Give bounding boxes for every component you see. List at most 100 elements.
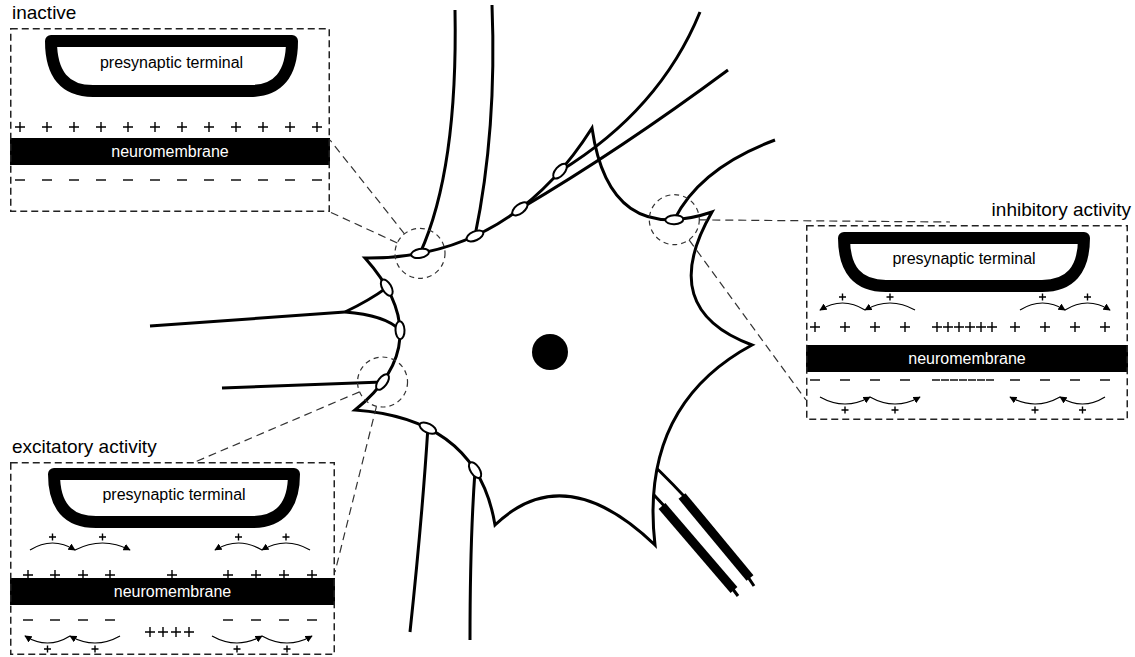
positive-charge: [284, 646, 291, 653]
terminal-outline: [844, 238, 1084, 286]
synaptic-bouton: [374, 372, 392, 392]
negative-charge: [123, 179, 133, 180]
negative-charge: [986, 379, 994, 380]
positive-charge: [283, 534, 290, 541]
negative-charge: [177, 179, 187, 180]
positive-charge: [1010, 322, 1020, 332]
leader-line: [330, 140, 404, 234]
negative-charge: [23, 619, 33, 620]
neuromembrane-band: neuromembrane: [10, 138, 330, 165]
negative-charge: [285, 179, 295, 180]
positive-charge: [976, 322, 986, 332]
positive-charge: [312, 122, 322, 132]
nerve-fiber: [420, 10, 455, 253]
positive-charge: [92, 646, 99, 653]
positive-charge: [1032, 407, 1039, 414]
synaptic-bouton: [410, 247, 429, 259]
callout-border: [11, 463, 335, 655]
nerve-fiber: [648, 460, 754, 586]
negative-charge: [78, 619, 88, 620]
negative-charge: [204, 179, 214, 180]
positive-charge: [870, 322, 880, 332]
membrane-label: neuromembrane: [114, 583, 231, 601]
positive-charge: [177, 122, 187, 132]
positive-charge: [810, 322, 820, 332]
nerve-fiber: [150, 312, 345, 326]
current-arrow: [1060, 397, 1105, 404]
current-arrow: [820, 397, 870, 404]
terminal-label: presynaptic terminal: [100, 54, 243, 72]
nerve-fiber: [475, 5, 493, 236]
positive-charge: [900, 322, 910, 332]
synaptic-bouton: [551, 161, 570, 180]
positive-charge: [234, 646, 241, 653]
current-arrow: [1020, 303, 1065, 310]
negative-charge: [840, 379, 850, 380]
leader-line: [699, 220, 950, 222]
negative-charge: [810, 379, 820, 380]
callout-border: [11, 29, 330, 212]
membrane-label: neuromembrane: [111, 143, 228, 161]
negative-charge: [279, 619, 289, 620]
current-arrow: [262, 636, 312, 643]
negative-charge: [312, 179, 322, 180]
synaptic-bouton: [665, 215, 683, 225]
nerve-fiber: [470, 470, 475, 640]
current-arrow: [1010, 397, 1060, 404]
positive-charge: [892, 407, 899, 414]
negative-charge: [900, 379, 910, 380]
positive-charge: [1100, 322, 1110, 332]
current-arrow: [262, 543, 310, 550]
synaptic-bouton: [466, 460, 483, 480]
synaptic-bouton: [465, 228, 485, 244]
negative-charge: [959, 379, 967, 380]
negative-charge: [42, 179, 52, 180]
callout-box: presynaptic terminalneuromembraneexcitat…: [10, 462, 335, 655]
positive-charge: [954, 322, 964, 332]
positive-charge: [1079, 407, 1086, 414]
negative-charge: [950, 379, 958, 380]
positive-charge: [285, 122, 295, 132]
synaptic-bouton: [510, 200, 530, 218]
current-arrow: [212, 636, 262, 643]
myelin-sheath: [682, 496, 750, 578]
current-arrow: [25, 636, 70, 643]
terminal-outline: [54, 474, 294, 522]
negative-charge: [69, 179, 79, 180]
nerve-fiber: [410, 428, 428, 632]
positive-charge: [965, 322, 975, 332]
negative-charge: [968, 379, 976, 380]
charge-group: [15, 122, 1110, 653]
callout-box: presynaptic terminalneuromembraneinactiv…: [10, 28, 330, 212]
negative-charge: [150, 179, 160, 180]
synaptic-bouton: [418, 420, 438, 436]
positive-charge: [15, 122, 25, 132]
negative-charge: [1100, 379, 1110, 380]
neuromembrane-band: neuromembrane: [10, 578, 335, 605]
presynaptic-terminal: presynaptic terminal: [838, 232, 1090, 292]
terminal-label: presynaptic terminal: [102, 486, 245, 504]
positive-charge: [887, 294, 894, 301]
negative-charge: [258, 179, 268, 180]
positive-charge: [839, 294, 846, 301]
neuron-group: [150, 5, 950, 640]
negative-charge: [105, 619, 115, 620]
callout-outline: [10, 462, 335, 655]
current-arrow: [75, 543, 130, 550]
negative-charge: [50, 619, 60, 620]
positive-charge: [49, 534, 56, 541]
negative-charge: [1070, 379, 1080, 380]
presynaptic-terminal: presynaptic terminal: [45, 35, 298, 97]
callout-outline: [806, 225, 1128, 420]
positive-charge: [99, 534, 106, 541]
positive-charge: [96, 122, 106, 132]
negative-charge: [231, 179, 241, 180]
current-arrow: [820, 303, 865, 310]
membrane-label: neuromembrane: [908, 350, 1025, 368]
negative-charge: [307, 619, 317, 620]
callout-heading: excitatory activity: [12, 436, 157, 458]
synaptic-bouton: [378, 278, 395, 298]
